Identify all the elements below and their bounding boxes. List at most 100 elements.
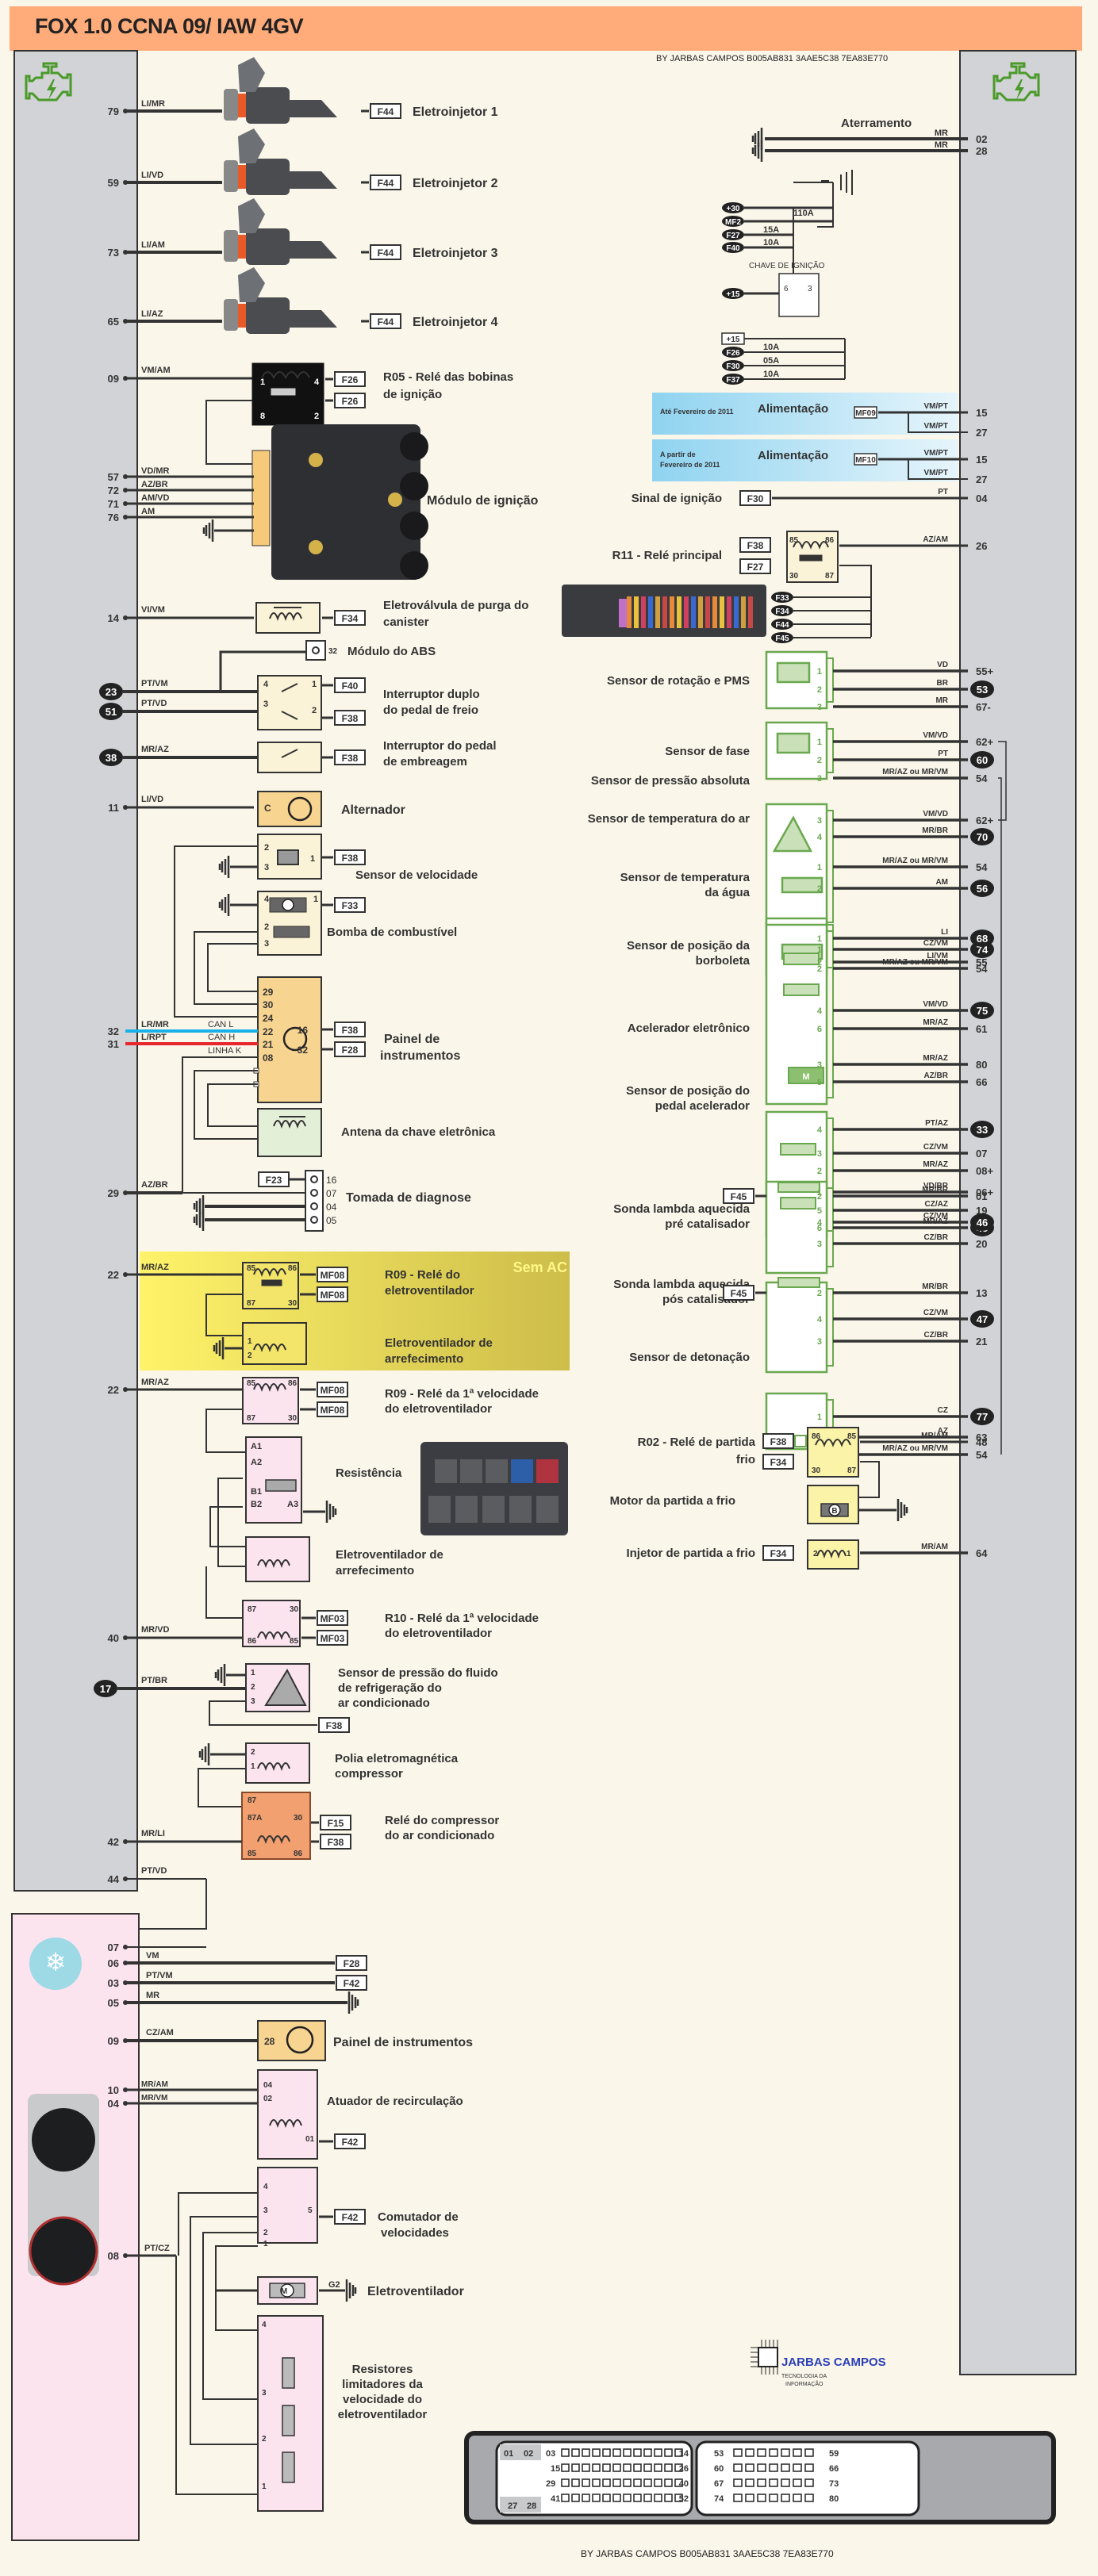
fuse-badge	[722, 347, 744, 358]
sensor-pin: 2	[817, 1192, 822, 1202]
resistor-pin: 2	[262, 2435, 267, 2444]
recirculation-actuator-box	[257, 2069, 318, 2160]
injector-connector	[238, 267, 265, 302]
fuse-blade	[712, 596, 717, 628]
sensor-pin: 2	[817, 1167, 822, 1176]
wire	[839, 565, 872, 637]
coil-icon	[816, 1550, 847, 1559]
component-label: Módulo de ignição	[427, 494, 539, 508]
injector-nozzle	[290, 171, 337, 189]
connector-cavity	[733, 2478, 743, 2487]
can-bus-label: LINHA K	[208, 1046, 242, 1056]
resistor-element	[265, 1479, 297, 1492]
connector-cavity	[664, 2448, 673, 2457]
fuse-blade	[691, 596, 696, 628]
connector-pin-label: 52	[679, 2494, 689, 2504]
fuse-blade	[634, 596, 639, 628]
injector-ring	[238, 304, 246, 328]
component-label: instrumentos	[380, 1049, 460, 1063]
ecu-pin-number: 79	[108, 105, 119, 117]
wire	[205, 1409, 246, 1453]
wire-color-label: AZ/BR	[141, 1180, 168, 1190]
injector-nozzle	[290, 310, 337, 328]
fuse-badge	[722, 242, 744, 253]
connector-cavity	[757, 2478, 766, 2487]
connector-cavity	[592, 2463, 601, 2472]
fuse-box	[334, 1022, 366, 1037]
component-label: arrefecimento	[336, 1564, 414, 1577]
fuse-label: MF03	[321, 1613, 345, 1624]
ecu-pin-number: 20	[976, 1238, 987, 1250]
ecu-pin-number: 01	[976, 1190, 987, 1202]
sensor-element	[776, 732, 811, 754]
component-label: arrefecimento	[385, 1352, 463, 1366]
engine-check-icon	[992, 62, 1040, 102]
relay-unit	[511, 1459, 533, 1483]
connector-cavity	[571, 2463, 580, 2472]
wire-color-label: CZ/VM	[923, 939, 948, 948]
fuse-label: F34	[770, 1548, 787, 1559]
pin-badge-number: 38	[106, 752, 117, 764]
ecu-pin-number: 04	[976, 493, 988, 504]
pump-pin: 2	[264, 922, 269, 932]
motor-glyph: M	[281, 2287, 287, 2296]
ecu-left-panel	[13, 50, 138, 1892]
fuse-label: F45	[731, 1288, 747, 1299]
ecu-pin-number: 28	[976, 145, 987, 157]
relay-unit	[435, 1459, 457, 1483]
connector-cavity	[561, 2494, 570, 2502]
ecu-pin-number: 54	[976, 772, 988, 784]
sensor-pin: 2	[251, 1683, 255, 1692]
connector-cavity	[769, 2494, 778, 2502]
connector-cavity	[674, 2448, 683, 2457]
ecu-pin-number: 21	[976, 1336, 987, 1347]
wire-color-label: VM/PT	[923, 402, 948, 411]
pin-badge-number: 53	[977, 684, 988, 696]
panel-pin: 32	[298, 1045, 309, 1056]
ignition-connector	[251, 450, 271, 546]
sensor-connector	[826, 657, 834, 703]
wire-color-label: BR	[937, 679, 949, 688]
wire-color-label: VD/MR	[141, 466, 170, 476]
connector-cavity	[733, 2463, 743, 2472]
wire-color-label: MR/AM	[921, 1543, 948, 1551]
relay-pin: 86	[812, 1432, 821, 1441]
coil-icon	[269, 2119, 302, 2128]
wire-color-label: MR/LI	[141, 1829, 165, 1838]
component-label: limitadores da	[342, 2378, 423, 2391]
wire-color-label: LI/AM	[141, 240, 165, 250]
component-label: R09 - Relé do	[385, 1268, 460, 1282]
ecu-pin-number: 48	[976, 1436, 987, 1448]
coil-icon	[257, 1631, 290, 1640]
sensor-pin: 1	[817, 667, 822, 677]
fan-box	[242, 1322, 307, 1365]
connector-cavity	[781, 2478, 790, 2487]
wire-color-label: PT/VD	[141, 1866, 167, 1876]
fuse-label: F26	[342, 374, 359, 385]
ecu-pin-badge	[94, 1680, 117, 1697]
wire	[205, 1294, 243, 1336]
wire-color-label: MR/AZ	[923, 1054, 948, 1063]
injector-clip	[224, 160, 238, 192]
wire	[215, 2245, 258, 2331]
pressure-triangle-icon	[264, 1668, 307, 1706]
ecu-pin-number: 63	[976, 1432, 987, 1443]
fuse-box	[334, 710, 366, 726]
fuse-blade	[655, 596, 660, 628]
can-bus-label: CAN H	[208, 1033, 235, 1042]
sensor-element	[277, 849, 299, 865]
ground-icon	[218, 894, 230, 916]
sensor-label: Sensor de pressão absoluta	[591, 774, 751, 788]
ecu-pin-number: 62+	[976, 815, 993, 826]
connector-cavity	[804, 2448, 814, 2457]
wire-color-label: VD/BR	[923, 1182, 949, 1190]
connector-pin-label: 80	[829, 2494, 839, 2504]
connector-cavity	[592, 2478, 601, 2487]
relay-pin: 8	[260, 412, 265, 421]
fuse-label: F44	[378, 106, 394, 117]
fuse-badge	[771, 632, 793, 643]
wire-color-label: CZ/BR	[923, 1233, 948, 1242]
panel-pin: 30	[263, 999, 274, 1010]
wire-color-label: LI/AZ	[141, 309, 163, 319]
fuse-label: F26	[342, 396, 359, 407]
